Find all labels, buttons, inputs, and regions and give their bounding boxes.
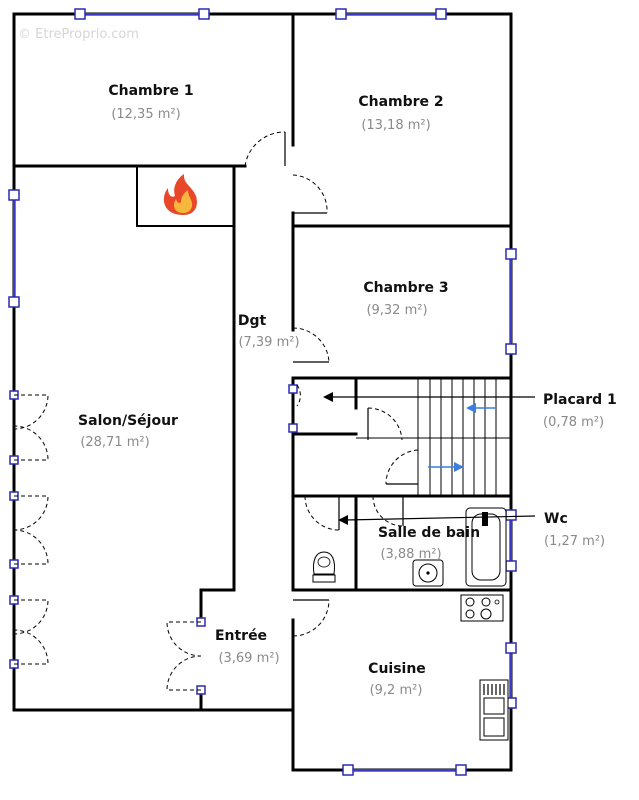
room-name-placard1: Placard 1 (543, 392, 617, 408)
room-name-wc: Wc (544, 511, 568, 527)
cooktop-icon (460, 594, 504, 622)
watermark: © EtreProprio.com (18, 27, 139, 42)
room-name-dgt: Dgt (238, 313, 267, 329)
fireplace (136, 165, 235, 227)
toilet-icon (312, 551, 336, 583)
room-area-salon: (28,71 m²) (80, 435, 149, 450)
room-area-dgt: (7,39 m²) (238, 335, 299, 350)
salon-doors (9, 390, 49, 669)
kitchen-sink-icon (479, 679, 509, 741)
kitchen-fixtures (460, 594, 509, 741)
room-name-chambre1: Chambre 1 (108, 83, 193, 99)
room-name-chambre2: Chambre 2 (358, 94, 443, 110)
room-area-entree: (3,69 m²) (218, 651, 279, 666)
room-area-placard1: (0,78 m²) (543, 415, 604, 430)
room-labels: Chambre 1 (12,35 m²) Chambre 2 (13,18 m²… (78, 83, 617, 698)
sink-icon (412, 559, 444, 587)
callout-arrows (323, 392, 536, 525)
room-area-wc: (1,27 m²) (544, 534, 605, 549)
walls (12, 12, 513, 772)
room-area-chambre1: (12,35 m²) (111, 107, 180, 122)
room-name-chambre3: Chambre 3 (363, 280, 448, 296)
staircase (356, 378, 511, 496)
room-name-salon: Salon/Séjour (78, 413, 178, 429)
room-area-chambre2: (13,18 m²) (361, 118, 430, 133)
room-name-entree: Entrée (215, 628, 267, 644)
bathtub-icon (465, 507, 507, 587)
bathroom-fixtures (312, 507, 507, 587)
room-area-chambre3: (9,32 m²) (366, 303, 427, 318)
room-area-salle-de-bain: (3,88 m²) (380, 547, 441, 562)
room-name-salle-de-bain: Salle de bain (378, 525, 480, 541)
interior-doors (166, 131, 419, 695)
stair-arrow-right-icon (428, 462, 464, 472)
room-area-cuisine: (9,2 m²) (370, 683, 423, 698)
stair-arrow-up-icon (466, 403, 495, 413)
fire-icon (163, 174, 197, 215)
room-name-cuisine: Cuisine (368, 661, 426, 677)
